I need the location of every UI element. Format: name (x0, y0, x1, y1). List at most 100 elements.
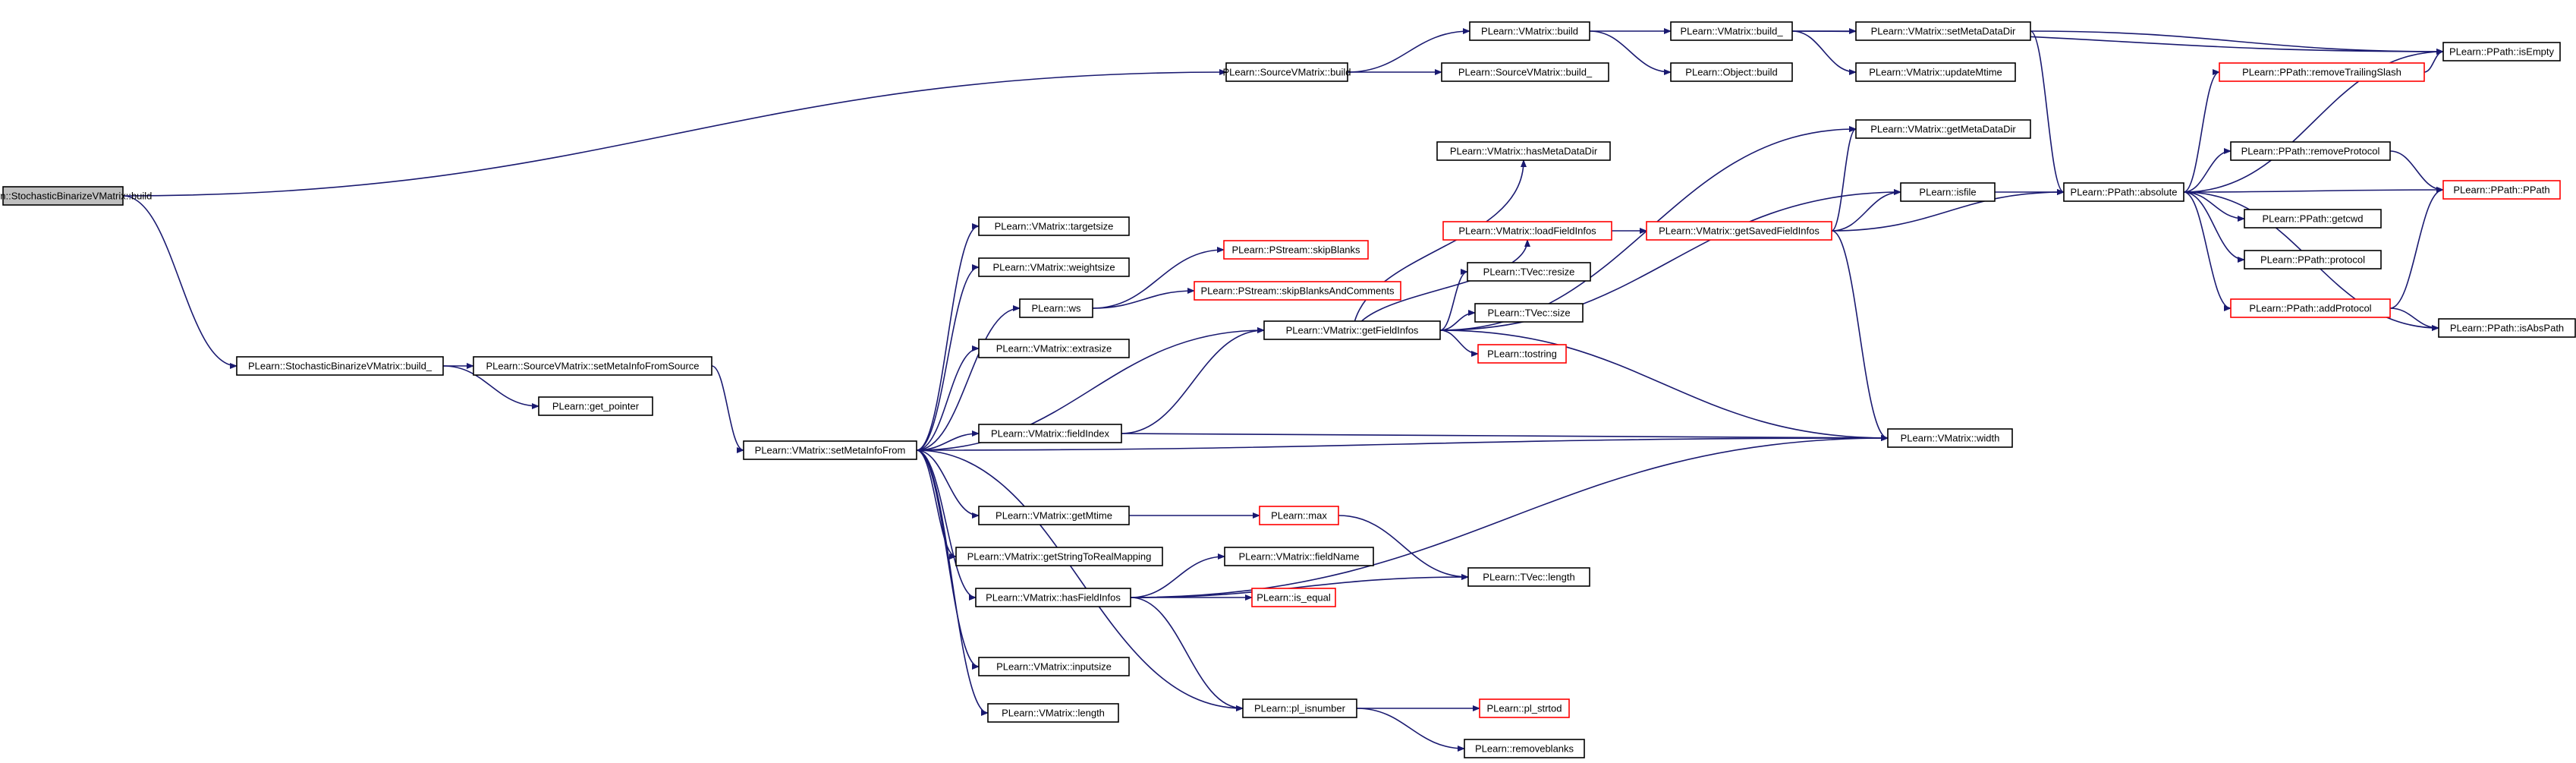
node-box[interactable] (987, 703, 1119, 723)
node-tvec-length[interactable]: PLearn::TVec::length (1467, 567, 1590, 587)
node-box[interactable] (1194, 281, 1401, 301)
node-box[interactable] (2438, 318, 2576, 338)
node-box[interactable] (1467, 262, 1591, 282)
node-box[interactable] (978, 339, 1130, 358)
node-box[interactable] (975, 588, 1131, 607)
node-box[interactable] (1900, 182, 1996, 202)
node-box[interactable] (1263, 320, 1441, 340)
node-ppath-add-protocol[interactable]: PLearn::PPath::addProtocol (2230, 298, 2391, 318)
node-vmatrix-weightsize[interactable]: PLearn::VMatrix::weightsize (978, 257, 1130, 277)
node-source-vmatrix-set-meta-info-from-source[interactable]: PLearn::SourceVMatrix::setMetaInfoFromSo… (473, 356, 712, 376)
node-box[interactable] (473, 356, 712, 376)
node-box[interactable] (978, 657, 1130, 676)
node-box[interactable] (1259, 506, 1339, 525)
node-box[interactable] (1225, 62, 1348, 82)
node-ws[interactable]: PLearn::ws (1019, 298, 1093, 318)
node-vmatrix-get-saved-field-infos[interactable]: PLearn::VMatrix::getSavedFieldInfos (1646, 221, 1832, 241)
node-is-equal[interactable]: PLearn::is_equal (1251, 588, 1336, 607)
node-removeblanks[interactable]: PLearn::removeblanks (1464, 739, 1585, 758)
node-box[interactable] (1887, 428, 2013, 448)
node-box[interactable] (2219, 62, 2425, 82)
node-box[interactable] (1467, 567, 1590, 587)
node-vmatrix-get-string-to-real-mapping[interactable]: PLearn::VMatrix::getStringToRealMapping (955, 547, 1163, 566)
node-vmatrix-set-meta-info-from[interactable]: PLearn::VMatrix::setMetaInfoFrom (743, 440, 917, 460)
node-box[interactable] (1224, 547, 1374, 566)
node-max[interactable]: PLearn::max (1259, 506, 1339, 525)
node-box[interactable] (1223, 240, 1369, 260)
node-vmatrix-get-field-infos[interactable]: PLearn::VMatrix::getFieldInfos (1263, 320, 1441, 340)
node-vmatrix-field-index[interactable]: PLearn::VMatrix::fieldIndex (978, 424, 1122, 443)
node-vmatrix-build[interactable]: PLearn::VMatrix::build (1469, 21, 1590, 41)
node-box[interactable] (978, 424, 1122, 443)
node-vmatrix-get-mtime[interactable]: PLearn::VMatrix::getMtime (978, 506, 1130, 525)
node-source-vmatrix-build[interactable]: PLearn::SourceVMatrix::build (1222, 62, 1351, 82)
node-vmatrix-extrasize[interactable]: PLearn::VMatrix::extrasize (978, 339, 1130, 358)
node-box[interactable] (955, 547, 1163, 566)
node-box[interactable] (2244, 250, 2382, 270)
node-box[interactable] (1855, 21, 2031, 41)
node-tvec-size[interactable]: PLearn::TVec::size (1474, 303, 1584, 323)
node-box[interactable] (2244, 209, 2382, 229)
node-vmatrix-width[interactable]: PLearn::VMatrix::width (1887, 428, 2013, 448)
node-source-vmatrix-build-underscore[interactable]: PLearn::SourceVMatrix::build_ (1441, 62, 1609, 82)
node-vmatrix-has-meta-data-dir[interactable]: PLearn::VMatrix::hasMetaDataDir (1436, 141, 1611, 161)
node-box[interactable] (1855, 119, 2031, 139)
node-ppath-getcwd[interactable]: PLearn::PPath::getcwd (2244, 209, 2382, 229)
node-ppath-remove-protocol[interactable]: PLearn::PPath::removeProtocol (2230, 141, 2391, 161)
node-ppath-is-empty[interactable]: PLearn::PPath::isEmpty (2442, 42, 2561, 61)
node-pstream-skip-blanks[interactable]: PLearn::PStream::skipBlanks (1223, 240, 1369, 260)
node-box[interactable] (2, 186, 124, 206)
node-vmatrix-build-underscore[interactable]: PLearn::VMatrix::build_ (1670, 21, 1793, 41)
node-box[interactable] (2230, 298, 2391, 318)
node-box[interactable] (978, 506, 1130, 525)
node-vmatrix-update-mtime[interactable]: PLearn::VMatrix::updateMtime (1855, 62, 2016, 82)
node-vmatrix-inputsize[interactable]: PLearn::VMatrix::inputsize (978, 657, 1130, 676)
node-ppath-is-abs-path[interactable]: PLearn::PPath::isAbsPath (2438, 318, 2576, 338)
node-box[interactable] (743, 440, 917, 460)
node-box[interactable] (1646, 221, 1832, 241)
node-vmatrix-targetsize[interactable]: PLearn::VMatrix::targetsize (978, 216, 1130, 236)
node-stochastic-binarize-vmatrix-build[interactable]: PLearn::StochasticBinarizeVMatrix::build (0, 186, 152, 206)
node-pstream-skip-blanks-and-comments[interactable]: PLearn::PStream::skipBlanksAndComments (1194, 281, 1401, 301)
node-box[interactable] (2230, 141, 2391, 161)
node-box[interactable] (1251, 588, 1336, 607)
node-box[interactable] (1479, 698, 1570, 718)
node-box[interactable] (2442, 180, 2561, 200)
node-box[interactable] (236, 356, 444, 376)
node-box[interactable] (1019, 298, 1093, 318)
node-get-pointer[interactable]: PLearn::get_pointer (538, 396, 653, 416)
node-box[interactable] (1442, 221, 1612, 241)
node-box[interactable] (1670, 62, 1793, 82)
node-box[interactable] (1474, 303, 1584, 323)
node-box[interactable] (1441, 62, 1609, 82)
node-vmatrix-load-field-infos[interactable]: PLearn::VMatrix::loadFieldInfos (1442, 221, 1612, 241)
node-box[interactable] (1670, 21, 1793, 41)
node-vmatrix-set-meta-data-dir[interactable]: PLearn::VMatrix::setMetaDataDir (1855, 21, 2031, 41)
node-box[interactable] (1855, 62, 2016, 82)
node-ppath-absolute[interactable]: PLearn::PPath::absolute (2063, 182, 2184, 202)
node-vmatrix-has-field-infos[interactable]: PLearn::VMatrix::hasFieldInfos (975, 588, 1131, 607)
node-stochastic-binarize-vmatrix-build-underscore[interactable]: PLearn::StochasticBinarizeVMatrix::build… (236, 356, 444, 376)
node-tvec-resize[interactable]: PLearn::TVec::resize (1467, 262, 1591, 282)
node-pl-isnumber[interactable]: PLearn::pl_isnumber (1242, 698, 1357, 718)
node-box[interactable] (1469, 21, 1590, 41)
node-ppath-ppath[interactable]: PLearn::PPath::PPath (2442, 180, 2561, 200)
node-box[interactable] (2442, 42, 2561, 61)
node-box[interactable] (1477, 344, 1567, 364)
node-box[interactable] (978, 216, 1130, 236)
node-box[interactable] (2063, 182, 2184, 202)
node-tostring[interactable]: PLearn::tostring (1477, 344, 1567, 364)
node-vmatrix-field-name[interactable]: PLearn::VMatrix::fieldName (1224, 547, 1374, 566)
node-box[interactable] (1242, 698, 1357, 718)
node-box[interactable] (978, 257, 1130, 277)
node-box[interactable] (1464, 739, 1585, 758)
node-ppath-protocol[interactable]: PLearn::PPath::protocol (2244, 250, 2382, 270)
node-vmatrix-get-meta-data-dir[interactable]: PLearn::VMatrix::getMetaDataDir (1855, 119, 2031, 139)
node-box[interactable] (1436, 141, 1611, 161)
node-box[interactable] (538, 396, 653, 416)
node-vmatrix-length[interactable]: PLearn::VMatrix::length (987, 703, 1119, 723)
node-pl-strtod[interactable]: PLearn::pl_strtod (1479, 698, 1570, 718)
node-ppath-remove-trailing-slash[interactable]: PLearn::PPath::removeTrailingSlash (2219, 62, 2425, 82)
node-object-build[interactable]: PLearn::Object::build (1670, 62, 1793, 82)
node-isfile[interactable]: PLearn::isfile (1900, 182, 1996, 202)
